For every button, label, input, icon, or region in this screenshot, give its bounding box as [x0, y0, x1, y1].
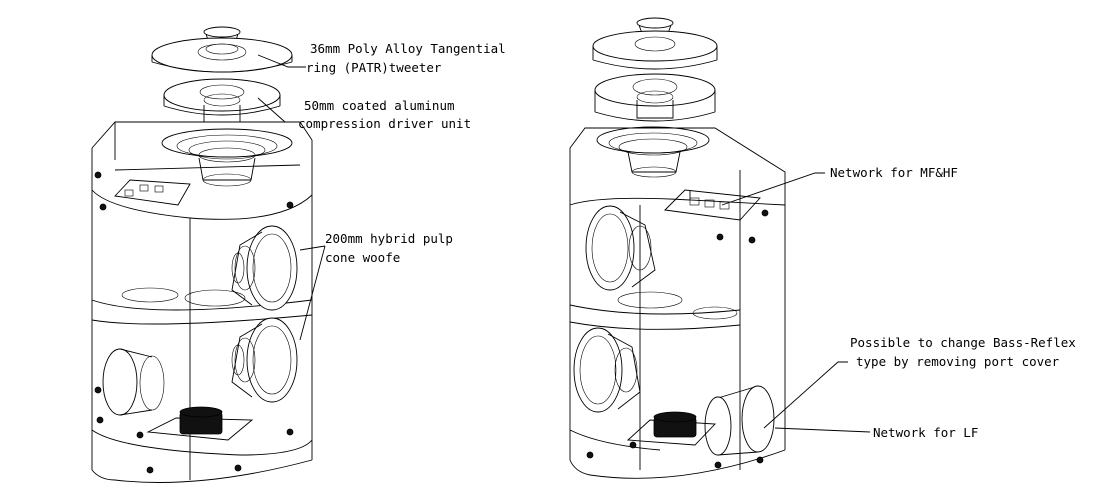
left-speaker [91, 26, 313, 483]
leader-lines [257, 54, 871, 433]
leader-bass-reflex [763, 361, 848, 429]
right-cabinet [569, 127, 786, 479]
right-speaker [569, 17, 786, 479]
leader-network-lf [774, 427, 871, 433]
right-woofer-lower [573, 327, 641, 413]
right-lf-network [626, 411, 716, 446]
leader-woofer-lower [299, 245, 326, 341]
label-woofer-line2: cone woofe [325, 250, 400, 265]
right-tweeter-unit [592, 17, 718, 70]
left-horn [161, 128, 293, 187]
label-tweeter-line2: ring (PATR)tweeter [306, 60, 442, 75]
label-compression-line1: 50mm coated aluminum [304, 98, 455, 113]
right-compression-driver [594, 73, 716, 122]
label-bass-reflex-line1: Possible to change Bass-Reflex [850, 335, 1076, 350]
label-bass-reflex-line2: type by removing port cover [856, 354, 1060, 369]
label-network-mfhf: Network for MF&HF [830, 165, 958, 180]
left-compression-driver [163, 78, 281, 123]
label-network-lf: Network for LF [873, 425, 978, 440]
leader-compression [257, 97, 298, 123]
label-compression-line2: compression driver unit [298, 116, 471, 131]
label-woofer-line1: 200mm hybrid pulp [325, 231, 453, 246]
left-lf-network [146, 406, 254, 441]
left-woofer-upper [231, 225, 298, 311]
left-woofer-lower [231, 317, 298, 403]
leader-tweeter [257, 54, 306, 68]
right-woofer-upper [585, 205, 656, 291]
left-port-tube [102, 348, 165, 416]
right-port-tube [704, 385, 775, 456]
left-tweeter-unit [151, 26, 293, 73]
leader-woofer-upper [299, 245, 326, 251]
label-tweeter-line1: 36mm Poly Alloy Tangential [310, 41, 506, 56]
right-horn [596, 126, 710, 178]
annotations: 36mm Poly Alloy Tangential ring (PATR)tw… [298, 41, 1076, 440]
leader-network-mfhf [721, 172, 825, 206]
